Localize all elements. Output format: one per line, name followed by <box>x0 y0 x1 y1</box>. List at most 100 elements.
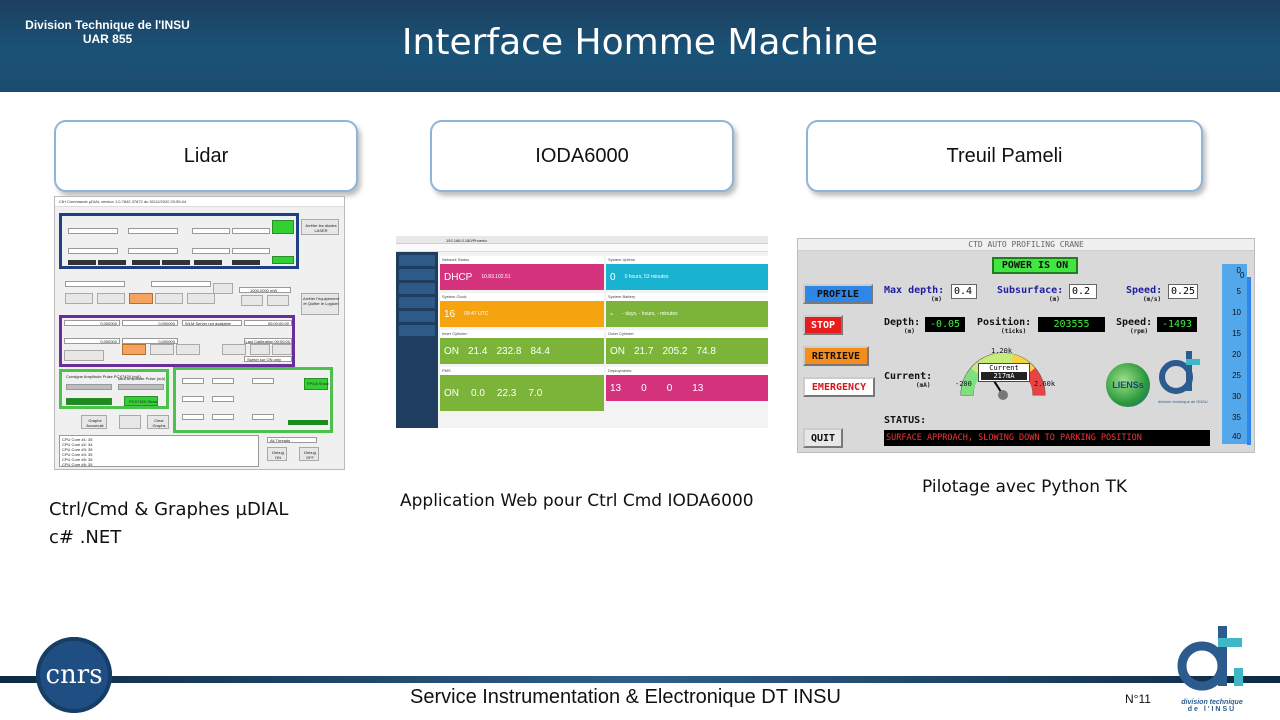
ioda-sidebar-item[interactable] <box>399 311 435 322</box>
speed-setting-input[interactable]: 0.25 <box>1168 284 1198 299</box>
lidar-wlm-field: WLM Server not available <box>182 320 242 326</box>
lidar-orange-button[interactable] <box>129 293 153 304</box>
lidar-pcx-button[interactable]: PCX7420 Show <box>124 396 158 406</box>
lidar-field[interactable] <box>252 414 274 420</box>
lidar-power-field[interactable]: 1000,0000 mW <box>239 287 291 293</box>
lidar-button[interactable] <box>241 295 263 306</box>
ioda-sidebar-item[interactable] <box>399 297 435 308</box>
max-depth-input[interactable]: 0.4 <box>951 284 977 299</box>
dt-logo-caption-2: de l'INSU <box>1187 706 1237 713</box>
lidar-button[interactable] <box>155 293 183 304</box>
lidar-button[interactable] <box>176 344 200 355</box>
lidar-value-field[interactable]: 0,000000 <box>64 320 120 326</box>
lidar-field[interactable] <box>232 248 270 254</box>
lidar-field[interactable] <box>65 281 125 287</box>
lidar-field[interactable] <box>118 384 164 390</box>
depth-label: Depth: <box>884 317 921 328</box>
lidar-debug-on-button[interactable]: Debug ON <box>267 447 287 461</box>
org-name: Division Technique de l'INSU <box>25 18 190 32</box>
ioda-sidebar-item[interactable] <box>399 255 435 266</box>
ioda-sidebar-item[interactable] <box>399 269 435 280</box>
lidar-field[interactable] <box>182 414 204 420</box>
section-ioda-label: IODA6000 <box>535 144 629 167</box>
depth-marker-label: 0 <box>1240 271 1245 280</box>
lidar-debug-off-button[interactable]: Debug OFF <box>299 447 319 461</box>
section-lidar-label: Lidar <box>183 144 229 167</box>
lidar-button[interactable] <box>272 344 292 355</box>
lidar-field[interactable] <box>212 378 234 384</box>
slide-header: Division Technique de l'INSU UAR 855 Int… <box>0 0 1280 92</box>
dt-logo-mark <box>1177 626 1243 691</box>
depth-scrollbar[interactable] <box>1247 277 1251 445</box>
subsurface-input[interactable]: 0.2 <box>1069 284 1097 299</box>
stop-button[interactable]: STOP <box>803 315 843 335</box>
lidar-button[interactable] <box>65 293 93 304</box>
emergency-button[interactable]: EMERGENCY <box>803 377 875 397</box>
lidar-field[interactable] <box>182 378 204 384</box>
lidar-button[interactable] <box>250 344 270 355</box>
lidar-field[interactable] <box>212 414 234 420</box>
lidar-button[interactable] <box>119 415 141 429</box>
lidar-clear-button[interactable]: Clear Graphs <box>147 415 169 429</box>
lidar-field[interactable] <box>182 396 204 402</box>
lidar-button[interactable] <box>97 293 125 304</box>
lidar-stop-button[interactable]: Arrêter les diodes LASER <box>301 219 339 235</box>
section-lidar: Lidar <box>54 120 358 192</box>
lidar-field[interactable] <box>151 281 211 287</box>
lidar-indicator <box>194 260 222 265</box>
depth-readout: -0.05 <box>925 317 965 332</box>
ioda-sidebar-item[interactable] <box>399 283 435 294</box>
lidar-button[interactable] <box>213 283 233 294</box>
lidar-button[interactable] <box>150 344 174 355</box>
gauge-right-label: 2.60k <box>1034 380 1056 388</box>
caption-lidar: Ctrl/Cmd & Graphes µDIAL c# .NET <box>49 499 289 548</box>
lidar-field[interactable] <box>232 228 270 234</box>
section-treuil: Treuil Pameli <box>806 120 1203 192</box>
ioda-sidebar-item[interactable] <box>399 325 435 336</box>
depth-scale: 0 5 10 15 20 25 30 35 40 <box>1222 264 1247 444</box>
caption-treuil: Pilotage avec Python TK <box>922 477 1128 497</box>
lidar-field[interactable] <box>192 228 230 234</box>
dt-logo-small <box>1159 351 1200 394</box>
lidar-on-button[interactable] <box>272 220 294 234</box>
cnrs-logo: cnrs <box>36 637 112 713</box>
lidar-fpga-button[interactable]: FPGA Show <box>304 378 329 390</box>
lidar-field[interactable] <box>212 396 234 402</box>
caption-ioda: Application Web pour Ctrl Cmd IODA6000 <box>400 491 754 511</box>
lidar-field[interactable] <box>66 384 112 390</box>
lidar-field[interactable] <box>68 248 118 254</box>
retrieve-button[interactable]: RETRIEVE <box>803 346 869 366</box>
section-ioda6000: IODA6000 <box>430 120 734 192</box>
lidar-quit-button[interactable]: Arrêter l'équipement et Quitter le Logic… <box>301 293 339 315</box>
section-treuil-label: Treuil Pameli <box>946 144 1063 167</box>
lidar-value-field[interactable]: 0,000000 <box>122 338 178 344</box>
lidar-value-field[interactable]: 0,000000 <box>64 338 120 344</box>
lidar-calibration-field: Last Calibration 00:00:00 <box>244 338 292 344</box>
lidar-graph-button[interactable]: Graphe Accumulé <box>81 415 107 429</box>
page-number: N°11 <box>1125 692 1151 706</box>
speed-setting-label: Speed: <box>1126 285 1163 296</box>
lidar-field[interactable] <box>128 248 178 254</box>
lidar-field[interactable] <box>252 378 274 384</box>
lidar-value-field[interactable]: 0,000000 <box>122 320 178 326</box>
lidar-button[interactable] <box>267 295 289 306</box>
lidar-button[interactable] <box>187 293 215 304</box>
lidar-field[interactable] <box>128 228 178 234</box>
speed-readout: -1493 <box>1157 317 1197 332</box>
profile-button[interactable]: PROFILE <box>803 284 873 304</box>
lidar-field[interactable] <box>192 248 230 254</box>
quit-button[interactable]: QUIT <box>803 428 843 448</box>
lidar-field[interactable] <box>68 228 118 234</box>
org-unit: UAR 855 <box>82 32 133 46</box>
browser-bookmarks-bar <box>396 244 768 252</box>
lidar-button[interactable] <box>222 344 246 355</box>
organization-label: Division Technique de l'INSU UAR 855 <box>20 18 195 46</box>
lidar-thread-select[interactable]: All Threads <box>267 437 317 443</box>
lidar-button[interactable] <box>64 350 104 361</box>
lidar-indicator <box>132 260 160 265</box>
ioda-inner-card: Inner Cylinder ON 21.4 232.8 84.4 <box>440 330 604 364</box>
lidar-orange-button[interactable] <box>122 344 146 355</box>
lidar-indicator <box>232 260 260 265</box>
browser-tab-bar: 192.168.0.180/Phoenix <box>396 236 768 244</box>
